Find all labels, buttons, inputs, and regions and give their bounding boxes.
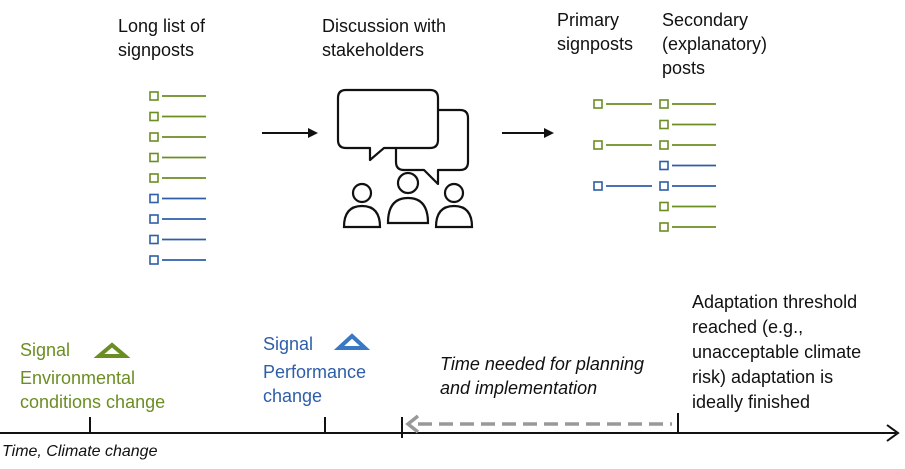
primary-signposts (593, 99, 652, 191)
long-list-item-box (149, 193, 159, 204)
adaptation-threshold-label: Adaptation threshold reached (e.g., unac… (692, 292, 862, 412)
primary-signposts-label: Primary signposts (557, 10, 634, 54)
secondary-item-box (659, 222, 669, 232)
arrow-to-primary (502, 128, 554, 138)
primary-item-box (593, 99, 603, 109)
long-list-item-box (149, 91, 159, 101)
secondary-posts-label: Secondary (explanatory) posts (662, 10, 768, 78)
secondary-item-box (659, 140, 669, 150)
long-list-signposts (149, 91, 206, 265)
signal2-label: Signal (263, 334, 314, 354)
planning-time-label: Time needed for planning and implementat… (440, 354, 644, 398)
secondary-item-box (659, 181, 669, 191)
long-list-item-box (149, 111, 159, 122)
primary-item-box (593, 140, 603, 150)
secondary-item-box (659, 160, 669, 171)
long-list-item-box (149, 255, 159, 265)
secondary-item-box (659, 99, 669, 109)
long-list-label: Long list of signposts (118, 16, 206, 60)
signal-environment-triangle-icon (93, 342, 131, 358)
signal-performance-triangle-icon (333, 333, 371, 350)
speech-bubbles-icon (336, 88, 470, 186)
long-list-item-box (149, 132, 159, 142)
long-list-item-box (149, 152, 159, 163)
primary-item-box (593, 181, 603, 191)
long-list-item-box (149, 173, 159, 183)
planning-time-arrow (405, 414, 672, 434)
signal1-label: Signal (20, 340, 71, 360)
timeline-axis-label: Time, Climate change (2, 443, 158, 460)
long-list-item-box (149, 234, 159, 245)
secondary-item-box (659, 201, 669, 212)
long-list-item-box (149, 214, 159, 224)
signal1-desc: Environmental conditions change (20, 368, 166, 412)
discussion-label: Discussion with stakeholders (322, 16, 447, 60)
secondary-item-box (659, 119, 669, 130)
arrow-to-discussion (262, 128, 318, 138)
signal2-desc: Performance change (263, 362, 367, 406)
timeline-axis (0, 424, 900, 442)
stakeholders-icon (342, 171, 474, 229)
secondary-posts (659, 99, 716, 232)
